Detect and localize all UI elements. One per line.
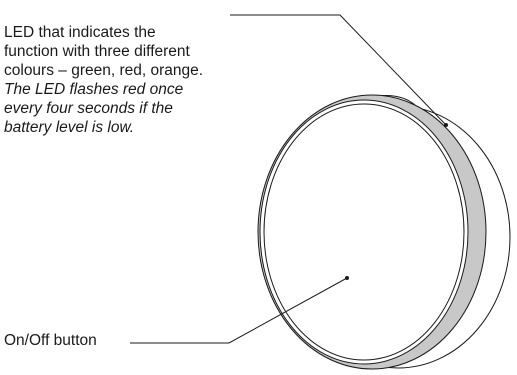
- button-center-dot: [345, 276, 349, 280]
- led-callout: LED that indicates the function with thr…: [4, 4, 254, 156]
- led-callout-italic-text: The LED flashes red once every four seco…: [4, 81, 184, 136]
- led-indicator-dot: [444, 123, 448, 127]
- device-face-inner: [263, 103, 465, 361]
- onoff-button-label: On/Off button: [4, 332, 97, 349]
- led-leader-line: [230, 14, 447, 126]
- button-leader-line: [130, 277, 348, 344]
- led-callout-text: LED that indicates the function with thr…: [4, 24, 204, 79]
